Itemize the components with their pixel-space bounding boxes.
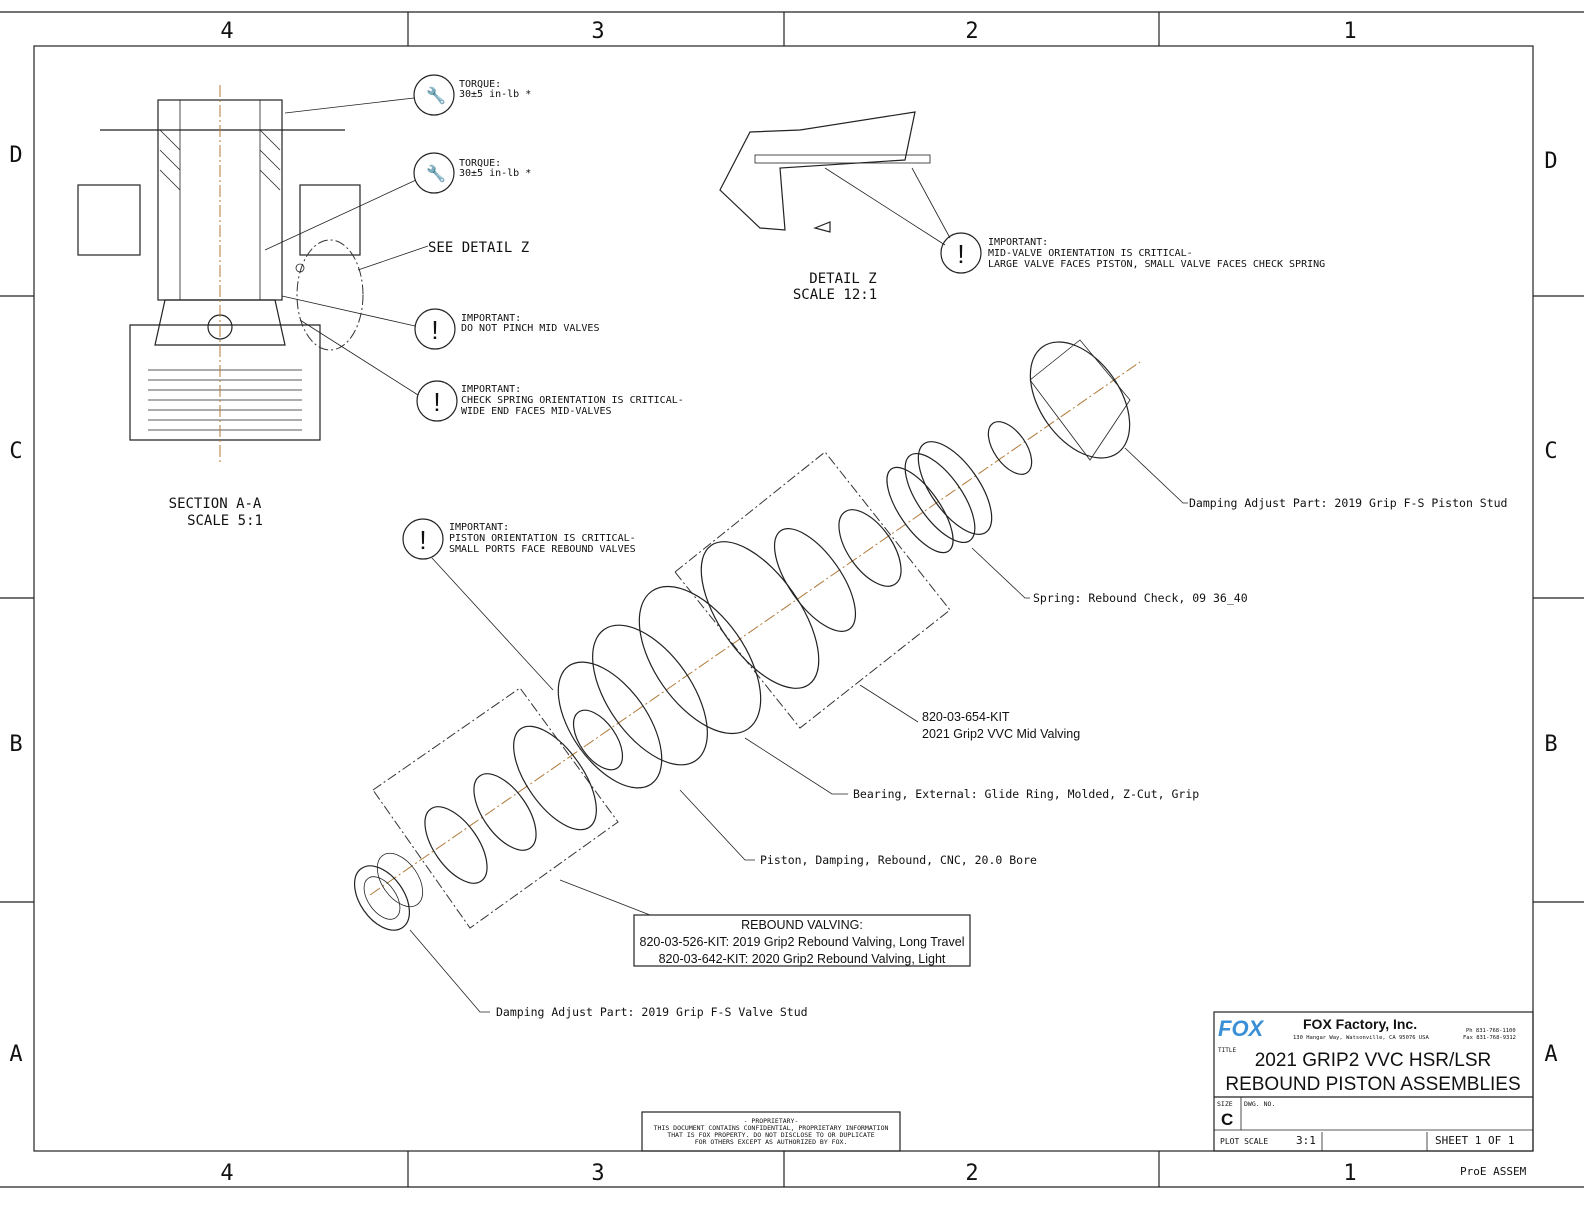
note-text: IMPORTANT: (988, 237, 1048, 248)
dwg-no-label: DWG. NO. (1244, 1100, 1275, 1108)
proprietary-notice: - PROPRIETARY- THIS DOCUMENT CONTAINS CO… (641, 1111, 901, 1152)
wrench-icon: 🔧 (426, 86, 446, 105)
valve-stud (353, 852, 424, 931)
warning-icon: ! (431, 315, 438, 345)
title-label: TITLE (1218, 1047, 1236, 1054)
note-text: 30±5 in-lb * (459, 168, 531, 179)
spring-callout: Spring: Rebound Check, 09 36_40 (1033, 591, 1248, 605)
rebound-kit: 820-03-526-KIT: 2019 Grip2 Rebound Valvi… (640, 935, 965, 949)
proprietary-line: FOR OTHERS EXCEPT AS AUTHORIZED BY FOX. (695, 1138, 848, 1146)
detail-z-view (719, 111, 951, 246)
zone-col: 1 (1343, 19, 1356, 44)
plot-scale-label: PLOT SCALE (1220, 1137, 1268, 1146)
proprietary-line: - PROPRIETARY- (744, 1117, 799, 1125)
company-address: 130 Hangar Way, Watsonville, CA 95076 US… (1293, 1035, 1429, 1041)
fox-logo: FOX (1218, 1016, 1265, 1041)
important-note: ! IMPORTANT: MID-VALVE ORIENTATION IS CR… (940, 232, 1325, 274)
rebound-title: REBOUND VALVING: (741, 918, 863, 932)
zone-col: 4 (220, 1161, 233, 1186)
drawing-title: 2021 GRIP2 VVC HSR/LSR (1255, 1050, 1492, 1071)
zone-col: 3 (591, 1161, 604, 1186)
zone-col: 4 (220, 19, 233, 44)
drawing-title: REBOUND PISTON ASSEMBLIES (1225, 1074, 1520, 1095)
bearing-callout: Bearing, External: Glide Ring, Molded, Z… (853, 787, 1199, 801)
title-block: FOX FOX Factory, Inc. 130 Hangar Way, Wa… (1213, 1011, 1534, 1178)
sheet-number: SHEET 1 OF 1 (1435, 1134, 1514, 1147)
section-a-a-view (77, 85, 364, 465)
warning-icon: ! (957, 239, 964, 269)
zone-row: A (9, 1042, 22, 1067)
zone-row: C (9, 439, 22, 464)
zone-col: 2 (965, 19, 978, 44)
check-spring (886, 441, 993, 554)
mid-valving-kit-callout: 820-03-654-KIT (922, 710, 1010, 724)
note-text: DO NOT PINCH MID VALVES (461, 323, 599, 334)
size-label: SIZE (1217, 1100, 1233, 1108)
zone-row: B (9, 732, 22, 757)
rebound-kit: 820-03-642-KIT: 2020 Grip2 Rebound Valvi… (659, 952, 946, 966)
important-note: ! IMPORTANT: DO NOT PINCH MID VALVES (281, 295, 599, 350)
note-text: WIDE END FACES MID-VALVES (461, 406, 612, 417)
company-phone: Ph 831-768-1100 (1466, 1028, 1516, 1034)
sheet-size: C (1221, 1110, 1233, 1129)
note-text: SMALL PORTS FACE REBOUND VALVES (449, 544, 636, 555)
company-fax: Fax 831-768-9312 (1463, 1035, 1516, 1041)
torque-note: 🔧 TORQUE: 30±5 in-lb * (284, 74, 531, 116)
note-text: TORQUE: (459, 158, 501, 169)
zone-col: 3 (591, 19, 604, 44)
exploded-view (353, 339, 1141, 931)
zone-col: 2 (965, 1161, 978, 1186)
mid-shims (700, 509, 902, 689)
note-text: CHECK SPRING ORIENTATION IS CRITICAL- (461, 395, 684, 406)
glide-ring (638, 585, 762, 735)
piston-stud (987, 339, 1131, 475)
warning-icon: ! (433, 387, 440, 417)
detail-scale: SCALE 12:1 (793, 287, 877, 303)
see-detail-callout: SEE DETAIL Z (428, 240, 529, 256)
piston-callout: Piston, Damping, Rebound, CNC, 20.0 Bore (760, 853, 1037, 867)
torque-note: 🔧 TORQUE: 30±5 in-lb * (264, 152, 531, 251)
mid-valving-desc: 2021 Grip2 VVC Mid Valving (922, 727, 1080, 741)
piston-stud-callout: Damping Adjust Part: 2019 Grip F-S Pisto… (1189, 496, 1508, 510)
plot-scale: 3:1 (1296, 1134, 1316, 1147)
zone-col: 1 (1343, 1161, 1356, 1186)
zone-row: D (1544, 149, 1557, 174)
note-text: IMPORTANT: (461, 313, 521, 324)
zone-row: A (1544, 1042, 1557, 1067)
proprietary-line: THAT IS FOX PROPERTY. DO NOT DISCLOSE TO… (667, 1131, 874, 1139)
rebound-shims (424, 725, 597, 884)
important-note: ! IMPORTANT: PISTON ORIENTATION IS CRITI… (402, 518, 636, 691)
rebound-valving-box: REBOUND VALVING: 820-03-526-KIT: 2019 Gr… (633, 914, 971, 967)
detail-label: DETAIL Z (809, 271, 876, 287)
company-name: FOX Factory, Inc. (1303, 1016, 1417, 1032)
note-text: TORQUE: (459, 79, 501, 90)
piston (557, 624, 708, 789)
valve-stud-callout: Damping Adjust Part: 2019 Grip F-S Valve… (496, 1005, 808, 1019)
section-label: SECTION A-A (169, 496, 262, 512)
note-text: MID-VALVE ORIENTATION IS CRITICAL- (988, 248, 1193, 259)
wrench-icon: 🔧 (426, 164, 446, 183)
rebound-valving-group (372, 687, 619, 929)
zone-labels: 4 3 2 1 4 3 2 1 D C B A D C B A (9, 19, 1557, 1186)
proprietary-line: THIS DOCUMENT CONTAINS CONFIDENTIAL, PRO… (654, 1124, 889, 1132)
warning-icon: ! (419, 525, 426, 555)
section-scale: SCALE 5:1 (187, 513, 263, 529)
zone-row: C (1544, 439, 1557, 464)
note-text: PISTON ORIENTATION IS CRITICAL- (449, 533, 636, 544)
mid-valving-group (674, 451, 951, 729)
note-text: LARGE VALVE FACES PISTON, SMALL VALVE FA… (988, 259, 1325, 270)
important-note: ! IMPORTANT: CHECK SPRING ORIENTATION IS… (299, 319, 684, 422)
zone-row: D (9, 143, 22, 168)
model-type: ProE ASSEM (1460, 1165, 1527, 1178)
zone-row: B (1544, 732, 1557, 757)
note-text: 30±5 in-lb * (459, 89, 531, 100)
note-text: IMPORTANT: (461, 384, 521, 395)
note-text: IMPORTANT: (449, 522, 509, 533)
